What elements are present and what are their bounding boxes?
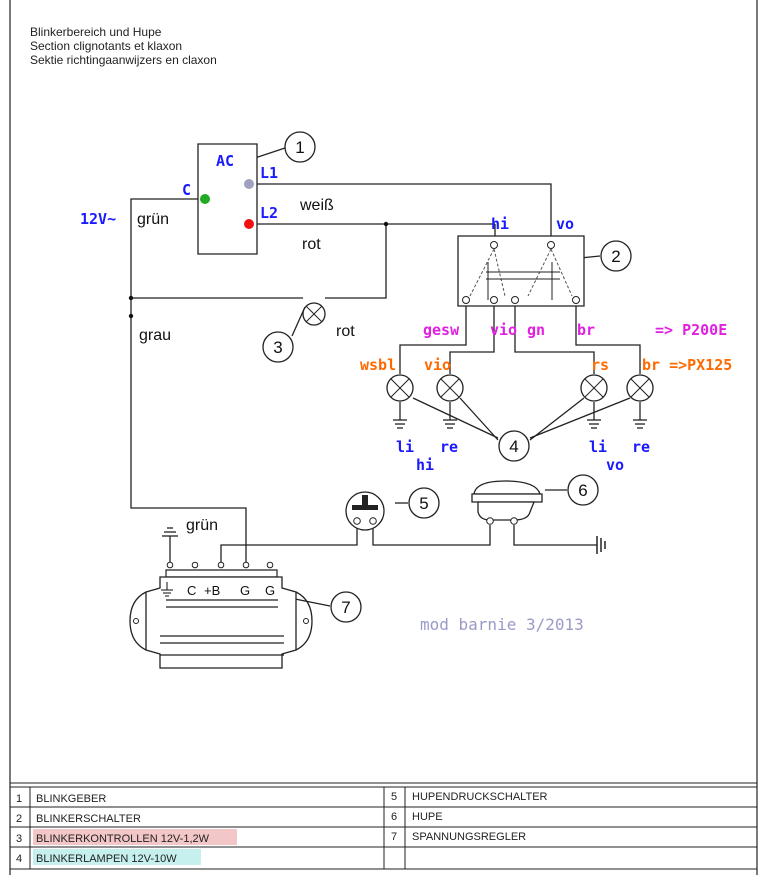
label-vio: vio — [490, 321, 517, 339]
label-weiss: weiß — [299, 197, 334, 214]
legend-no-3: 3 — [16, 833, 22, 845]
legend-text-3: BLINKERKONTROLLEN 12V-1,2W — [36, 833, 210, 845]
callout-2 — [601, 241, 631, 271]
wire-gn — [515, 300, 594, 374]
label-re-1: re — [440, 438, 458, 456]
wire-vio — [450, 300, 494, 374]
header-line-2: Section clignotants et klaxon — [30, 39, 182, 53]
ground-icon — [161, 582, 173, 596]
label-rot-lamp: rot — [336, 323, 355, 340]
header-line-3: Sektie richtingaanwijzers en claxon — [30, 53, 217, 67]
indicator-lamp-4 — [627, 375, 653, 401]
terminal-l1-dot — [244, 179, 254, 189]
legend-no-4: 4 — [16, 853, 22, 865]
legend-table — [10, 783, 757, 869]
label-switch-vo: vo — [556, 215, 574, 233]
legend-text-5: HUPENDRUCKSCHALTER — [412, 791, 548, 803]
label-gn: gn — [527, 321, 545, 339]
legend-no-7: 7 — [391, 831, 397, 843]
callout-1-number: 1 — [295, 138, 304, 157]
label-br-px125: br =>PX125 — [642, 356, 732, 374]
wire-regulator-horn — [221, 528, 357, 565]
label-wsbl: wsbl — [360, 356, 396, 374]
legend-no-2: 2 — [16, 813, 22, 825]
credit-text: mod barnie 3/2013 — [420, 615, 584, 634]
control-lamp — [303, 303, 325, 325]
label-vio-lamp: vio — [424, 356, 451, 374]
callout-7-number: 7 — [341, 598, 350, 617]
legend-text-1: BLINKGEBER — [36, 793, 106, 805]
indicator-lamp-1 — [387, 375, 413, 401]
callout-7 — [331, 592, 361, 622]
label-rs: rs — [591, 356, 609, 374]
legend-highlight-row3 — [33, 829, 237, 845]
wire-br — [576, 300, 640, 374]
label-re-2: re — [632, 438, 650, 456]
callout-6-number: 6 — [578, 481, 587, 500]
label-grau: grau — [139, 327, 171, 344]
label-terminal-l1: L1 — [260, 164, 278, 182]
label-li-2: li — [589, 438, 607, 456]
indicator-switch — [458, 236, 584, 306]
junction-dot — [383, 221, 389, 227]
wire-weiss — [257, 184, 551, 240]
legend-text-4: BLINKERLAMPEN 12V-10W — [36, 853, 177, 865]
label-vo: vo — [606, 456, 624, 474]
indicator-lamp-3 — [581, 375, 607, 401]
callout-5-number: 5 — [419, 494, 428, 513]
horn-push-switch — [346, 492, 384, 530]
label-terminal-c: C — [182, 181, 191, 199]
callout-5 — [409, 488, 439, 518]
wire-rot-lamp — [325, 224, 386, 298]
callout-3 — [263, 332, 293, 362]
label-switch-hi: hi — [491, 215, 509, 233]
wire-gruen-feed — [131, 199, 246, 565]
callout-6 — [568, 475, 598, 505]
legend-text-7: SPANNUNGSREGLER — [412, 831, 526, 843]
junction-dot — [128, 313, 134, 319]
legend-highlight-row4 — [33, 849, 201, 865]
ground-icon — [162, 528, 178, 536]
ground-icon — [393, 420, 647, 428]
label-reg-c: C — [187, 583, 196, 598]
legend-no-5: 5 — [391, 791, 397, 803]
label-hi: hi — [416, 456, 434, 474]
legend-text-6: HUPE — [412, 811, 443, 823]
label-reg-g1: G — [240, 583, 250, 598]
label-li-1: li — [396, 438, 414, 456]
legend-no-6: 6 — [391, 811, 397, 823]
label-gruen: grün — [137, 211, 169, 228]
label-gesw: gesw — [423, 321, 460, 339]
wire-horn-ground — [514, 525, 597, 545]
callout-4 — [499, 431, 529, 461]
label-p200e: => P200E — [655, 321, 727, 339]
wire-horn-switch — [373, 525, 490, 545]
label-reg-b: +B — [204, 583, 220, 598]
legend-text-2: BLINKERSCHALTER — [36, 813, 141, 825]
callout-3-number: 3 — [273, 338, 282, 357]
wires — [131, 148, 640, 606]
label-terminal-l2: L2 — [260, 204, 278, 222]
indicator-lamp-2 — [437, 375, 463, 401]
label-terminal-ac: AC — [216, 152, 234, 170]
label-supply: 12V~ — [80, 210, 116, 228]
callout-4-number: 4 — [509, 437, 518, 456]
terminal-l2-dot — [244, 219, 254, 229]
label-br: br — [577, 321, 595, 339]
ground-icon — [597, 536, 605, 554]
callout-2-number: 2 — [611, 247, 620, 266]
junction-dot — [128, 295, 134, 301]
voltage-regulator — [130, 562, 312, 668]
label-rot: rot — [302, 236, 321, 253]
header-line-1: Blinkerbereich und Hupe — [30, 25, 162, 39]
terminal-c-dot — [200, 194, 210, 204]
label-gruen-regulator: grün — [186, 517, 218, 534]
callout-1 — [285, 132, 315, 162]
horn — [472, 481, 542, 524]
legend-no-1: 1 — [16, 793, 22, 805]
wire-gesw — [400, 300, 466, 374]
label-reg-g2: G — [265, 583, 275, 598]
